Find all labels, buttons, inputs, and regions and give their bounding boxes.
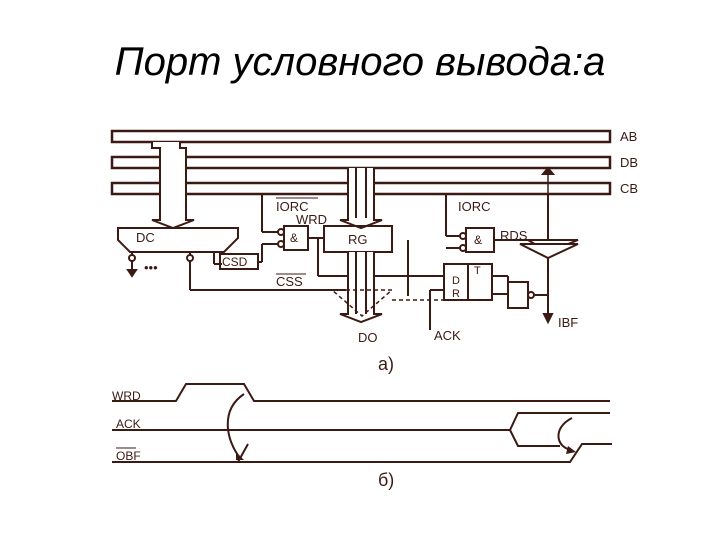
wave-ack xyxy=(112,412,610,431)
arrow-db-rg xyxy=(339,168,383,230)
label-and-right: & xyxy=(474,233,482,247)
bus-ab xyxy=(110,129,612,144)
label-db: DB xyxy=(620,155,638,170)
obf-inverter xyxy=(507,281,529,309)
label-and-left: & xyxy=(290,231,298,245)
arrow-ack-obf xyxy=(557,417,573,451)
timing-label-ack: ACK xyxy=(116,417,141,431)
slide-title: Порт условного вывода:а xyxy=(114,40,606,84)
label-part-a: а) xyxy=(378,354,394,374)
timing-label-wrd: WRD xyxy=(112,389,141,403)
timing-label-obf: OBF xyxy=(116,449,141,463)
label-iorc-right: IORC xyxy=(458,199,491,214)
label-dc: DC xyxy=(136,230,155,245)
label-ellipsis: ••• xyxy=(144,260,158,275)
label-do: DO xyxy=(358,330,378,345)
label-trig-r: R xyxy=(452,288,460,300)
label-rds: RDS xyxy=(500,228,528,243)
arrow-ab-dc xyxy=(151,142,195,230)
label-ibf: IBF xyxy=(558,315,578,330)
decoder-dc xyxy=(117,227,239,253)
label-trig-d: D xyxy=(452,275,460,287)
arrow-rg-do xyxy=(339,252,383,324)
label-ab: AB xyxy=(620,129,637,144)
label-ack: ACK xyxy=(434,328,461,343)
label-csd: CSD xyxy=(222,255,248,269)
timing-diagram xyxy=(112,383,612,463)
wave-wrd xyxy=(112,383,610,402)
label-css: CSS xyxy=(276,274,303,289)
tristate-buffer xyxy=(329,289,395,317)
label-cb: CB xyxy=(620,181,638,196)
arrow-wrd-obf xyxy=(226,393,245,459)
label-wrd: WRD xyxy=(296,212,327,227)
label-trig-t: T xyxy=(474,265,481,277)
label-part-b: б) xyxy=(378,470,394,490)
label-iorc-left: IORC xyxy=(276,199,309,214)
label-rg: RG xyxy=(348,232,368,247)
